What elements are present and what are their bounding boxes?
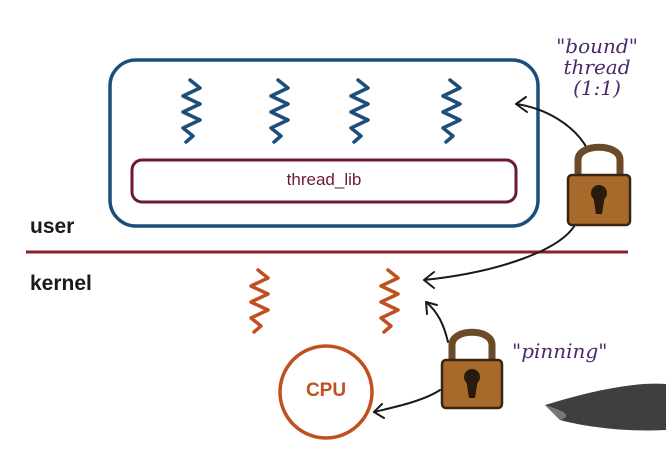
- user-space-box: [108, 58, 540, 228]
- kernel-thread: [249, 268, 270, 334]
- thread-lib-box: [130, 158, 518, 204]
- user-thread: [349, 78, 370, 144]
- annotation-line: (1:1): [573, 76, 621, 100]
- user-thread: [269, 78, 290, 144]
- kernel-label: kernel: [30, 272, 92, 295]
- padlock-icon: [566, 143, 632, 227]
- padlock-icon: [440, 328, 504, 410]
- arrow-lock-to-kernel-thread-2: [425, 301, 449, 343]
- annotation-line: thread: [563, 55, 631, 79]
- arrowhead: [423, 271, 435, 289]
- cpu-label: CPU: [305, 380, 347, 401]
- thread-lib-label: thread_lib: [286, 170, 362, 189]
- pen-icon: [545, 383, 666, 431]
- bound-thread-annotation: "bound" thread (1:1): [542, 36, 652, 99]
- kernel-thread: [379, 268, 400, 334]
- cpu-circle: [278, 344, 374, 440]
- arrowhead: [515, 96, 528, 113]
- arrow-lock-to-user-box: [515, 103, 589, 151]
- arrow-lock-to-kernel-thread: [423, 224, 576, 281]
- annotation-line: "bound": [556, 34, 638, 58]
- arrowhead: [373, 403, 385, 419]
- user-thread: [441, 78, 462, 144]
- user-thread: [181, 78, 202, 144]
- arrowhead: [425, 301, 438, 315]
- pinning-annotation: "pinning": [512, 339, 608, 363]
- arrow-lock-to-cpu: [373, 389, 441, 413]
- user-label: user: [30, 215, 75, 238]
